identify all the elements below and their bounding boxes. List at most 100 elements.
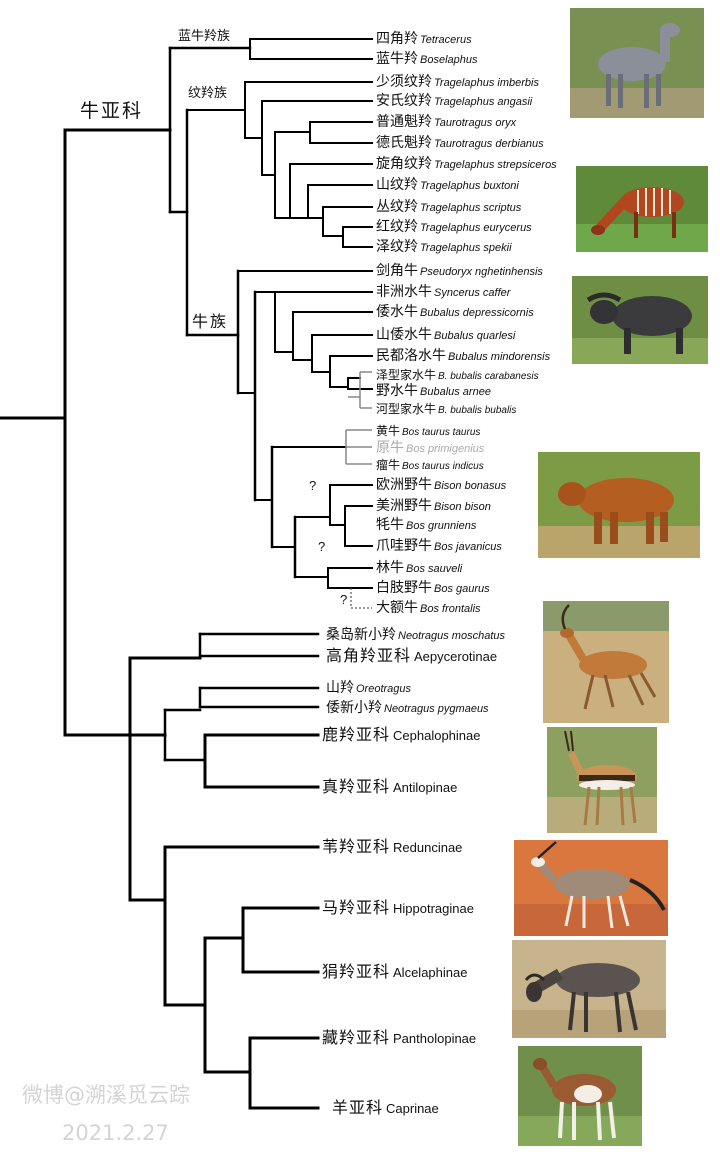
leaf-latin: Bubalus arnee	[420, 386, 491, 398]
subfamily-zh: 真羚亚科	[322, 777, 390, 796]
leaf-latin: Taurotragus oryx	[434, 117, 516, 129]
subfamily-latin: Hippotraginae	[393, 901, 474, 916]
leaf-zh: 瘤牛	[376, 458, 400, 472]
subfamily-zh: 苇羚亚科	[322, 837, 390, 856]
watermark-handle: 微博@溯溪觅云踪	[22, 1085, 190, 1106]
leaf-zh: 倭新小羚	[326, 700, 382, 716]
subfamily-zh: 羊亚科	[332, 1098, 383, 1117]
leaf-zh: 黄牛	[376, 424, 400, 438]
tragelaphini-label: 纹羚族	[188, 87, 227, 100]
leaf-zh: 河型家水牛	[376, 402, 436, 416]
leaf-latin: Tragelaphus buxtoni	[420, 180, 519, 192]
leaf-latin: B. bubalis bubalis	[438, 405, 516, 416]
leaf-latin: Tragelaphus spekii	[420, 242, 512, 254]
leaf-zh: 山倭水牛	[376, 327, 432, 343]
leaf-latin: Bos javanicus	[434, 541, 502, 553]
leaf-zh: 林牛	[376, 560, 404, 576]
leaf-label: 山纹羚Tragelaphus buxtoni	[376, 177, 519, 193]
uncertain-mark: ?	[318, 540, 325, 553]
leaf-latin: Bos sauveli	[406, 563, 462, 575]
wildebeest-photo	[512, 940, 666, 1038]
nilgai-photo	[570, 8, 704, 118]
leaf-latin: Tragelaphus angasii	[434, 96, 532, 108]
leaf-latin: Taurotragus derbianus	[434, 138, 544, 150]
uncertain-mark: ?	[309, 479, 316, 492]
subfamily-label: 马羚亚科Hippotraginae	[322, 900, 474, 917]
leaf-zh: 非洲水牛	[376, 284, 432, 300]
subfamily-latin: Caprinae	[386, 1101, 439, 1116]
leaf-latin: Bubalus mindorensis	[448, 351, 550, 363]
leaf-latin: B. bubalis carabanesis	[438, 371, 539, 382]
goat-photo	[518, 1046, 642, 1146]
leaf-zh: 泽型家水牛	[376, 368, 436, 382]
leaf-latin: Bison bison	[434, 501, 491, 513]
leaf-zh: 原牛	[376, 440, 404, 456]
oryx-photo	[514, 840, 668, 936]
leaf-latin: Bos primigenius	[406, 443, 484, 455]
subfamily-zh: 藏羚亚科	[322, 1028, 390, 1047]
subfamily-zh: 高角羚亚科	[326, 646, 411, 665]
leaf-zh: 丛纹羚	[376, 199, 418, 215]
leaf-zh: 四角羚	[376, 31, 418, 47]
leaf-zh: 爪哇野牛	[376, 538, 432, 554]
leaf-latin: Pseudoryx nghetinhensis	[420, 266, 543, 278]
leaf-latin: Tragelaphus strepsiceros	[434, 159, 557, 171]
subfamily-latin: Cephalophinae	[393, 728, 480, 743]
leaf-zh: 泽纹羚	[376, 239, 418, 255]
leaf-zh: 倭水牛	[376, 304, 418, 320]
subfamily-zh: 鹿羚亚科	[322, 725, 390, 744]
leaf-label: 白肢野牛Bos gaurus	[376, 580, 490, 596]
leaf-label: 旋角纹羚Tragelaphus strepsiceros	[376, 156, 557, 172]
leaf-zh: 安氏纹羚	[376, 93, 432, 109]
leaf-zh: 桑岛新小羚	[326, 627, 396, 643]
leaf-latin: Tragelaphus scriptus	[420, 202, 521, 214]
leaf-zh: 红纹羚	[376, 219, 418, 235]
leaf-latin: Neotragus moschatus	[398, 630, 505, 642]
leaf-latin: Bison bonasus	[434, 480, 506, 492]
leaf-zh: 德氏魁羚	[376, 135, 432, 151]
subfamily-latin: Aepycerotinae	[414, 649, 497, 664]
leaf-latin: Bos taurus indicus	[402, 461, 484, 472]
leaf-label: 蓝牛羚Boselaphus	[376, 51, 478, 67]
leaf-latin: Tragelaphus imberbis	[434, 77, 539, 89]
leaf-zh: 少须纹羚	[376, 74, 432, 90]
leaf-latin: Bos grunniens	[406, 520, 476, 532]
uncertain-mark: ?	[340, 593, 347, 606]
leaf-zh: 欧洲野牛	[376, 477, 432, 493]
leaf-zh: 普通魁羚	[376, 114, 432, 130]
watermark-date: 2021.2.27	[62, 1123, 169, 1144]
leaf-zh: 剑角牛	[376, 263, 418, 279]
leaf-zh: 大额牛	[376, 600, 418, 616]
leaf-label: 牦牛Bos grunniens	[376, 517, 476, 533]
gazelle-photo	[547, 727, 657, 833]
leaf-label: 山羚Oreotragus	[326, 680, 411, 696]
subfamily-zh: 狷羚亚科	[322, 962, 390, 981]
boselaphini-label: 蓝牛羚族	[178, 30, 230, 43]
leaf-zh: 美洲野牛	[376, 498, 432, 514]
subfamily-latin: Antilopinae	[393, 780, 457, 795]
